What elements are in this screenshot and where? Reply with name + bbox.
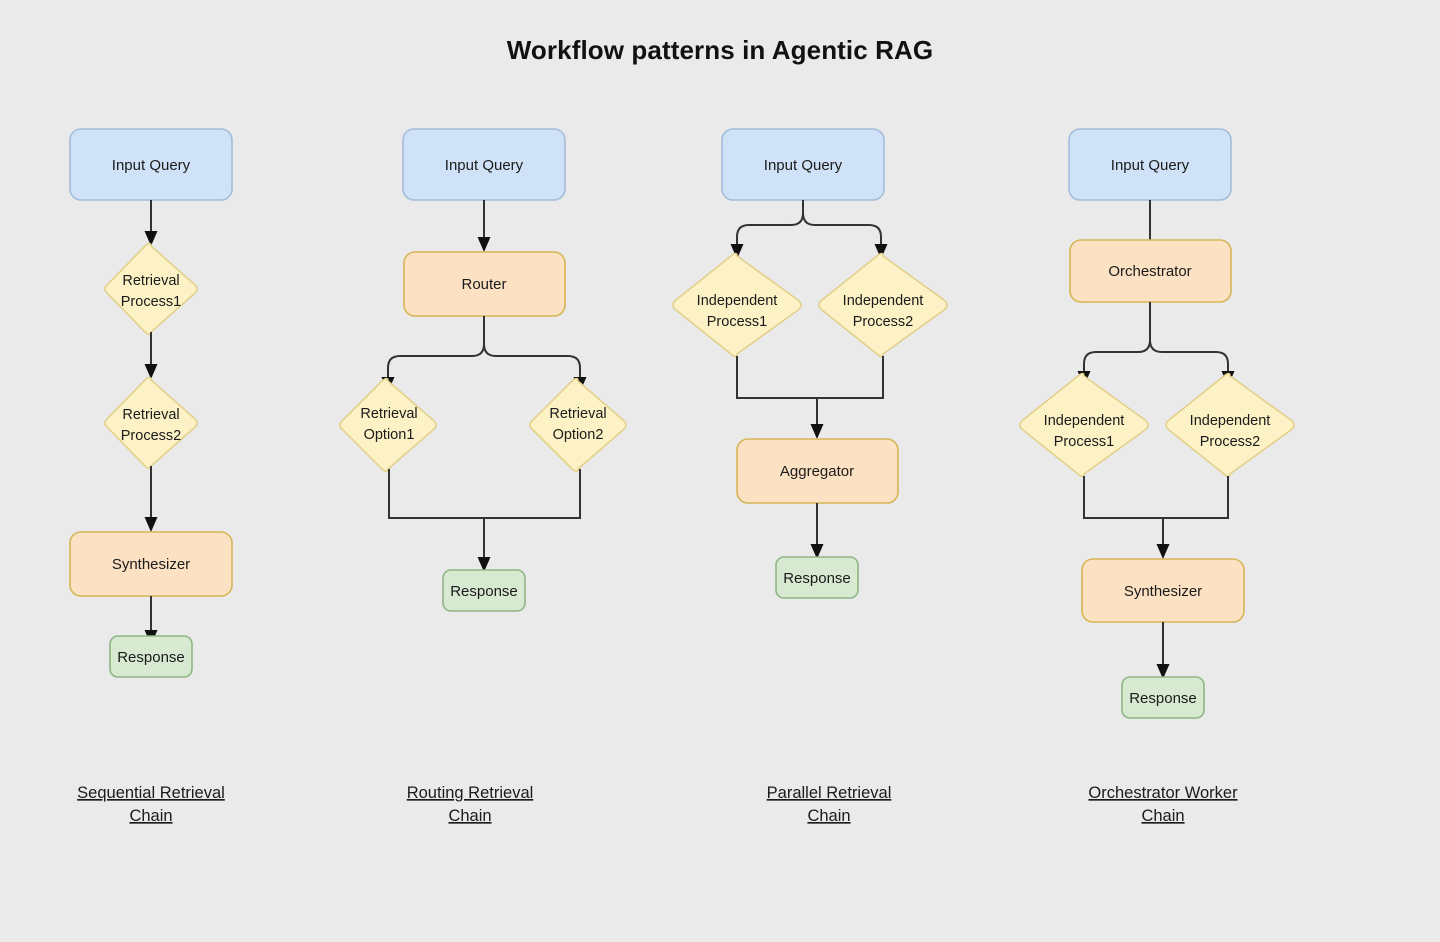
arrow-head-icon	[1156, 664, 1170, 679]
node-label: Orchestrator	[1108, 263, 1191, 280]
caption-line1: Parallel Retrieval	[767, 784, 892, 802]
node-or-input[interactable]: Input Query	[1068, 128, 1232, 201]
arrow-head-icon	[477, 557, 491, 572]
node-label: Response	[1129, 690, 1197, 707]
node-or-independent1[interactable]: Independent Process1	[1019, 372, 1149, 478]
caption-line2: Chain	[448, 807, 491, 825]
arrow-head-icon	[477, 237, 491, 252]
node-seq-synthesizer[interactable]: Synthesizer	[69, 531, 233, 597]
node-seq-p2[interactable]: Retrieval Process2	[104, 376, 198, 470]
node-label-line1: Retrieval	[549, 406, 606, 422]
node-seq-response[interactable]: Response	[109, 635, 193, 678]
caption-line1: Orchestrator Worker	[1088, 784, 1238, 802]
node-label: Response	[783, 570, 851, 587]
arrow-head-icon	[144, 364, 158, 379]
node-label: Input Query	[764, 157, 843, 174]
page-title: Workflow patterns in Agentic RAG	[506, 35, 934, 65]
node-or-synthesizer[interactable]: Synthesizer	[1081, 558, 1245, 623]
node-rt-input[interactable]: Input Query	[402, 128, 566, 201]
node-pl-aggregator[interactable]: Aggregator	[736, 438, 899, 504]
column-parallel: Input Query Independent Process1 Indepen…	[672, 128, 948, 825]
node-label-line2: Option1	[364, 427, 415, 443]
node-label-line2: Process2	[121, 428, 181, 444]
node-pl-independent2[interactable]: Independent Process2	[818, 252, 948, 358]
node-rt-response[interactable]: Response	[442, 569, 526, 612]
edge-rt-router-o2	[483, 343, 581, 378]
node-pl-response[interactable]: Response	[775, 556, 859, 599]
caption-line2: Chain	[807, 807, 850, 825]
node-or-response[interactable]: Response	[1121, 676, 1205, 719]
edge-or-merge	[1083, 476, 1229, 519]
arrow-head-icon	[810, 544, 824, 559]
column-sequential: Input Query Retrieval Process1 Retrieval…	[69, 128, 233, 825]
node-label: Synthesizer	[112, 556, 190, 573]
node-label-line1: Independent	[1190, 413, 1271, 429]
node-seq-input[interactable]: Input Query	[69, 128, 233, 201]
node-label: Response	[450, 583, 518, 600]
caption-line2: Chain	[129, 807, 172, 825]
node-label: Input Query	[1111, 157, 1190, 174]
column-orchestrator: Input Query Orchestrator Independent Pro…	[1019, 128, 1295, 825]
node-label-line1: Independent	[1044, 413, 1125, 429]
node-label-line2: Process1	[1054, 434, 1114, 450]
node-label-line2: Process1	[121, 294, 181, 310]
node-seq-p1[interactable]: Retrieval Process1	[104, 242, 198, 336]
edge-rt-merge	[388, 469, 581, 519]
node-label: Aggregator	[780, 463, 854, 480]
node-rt-option2[interactable]: Retrieval Option2	[529, 377, 627, 473]
caption-line1: Sequential Retrieval	[77, 784, 225, 802]
node-or-independent2[interactable]: Independent Process2	[1165, 372, 1295, 478]
node-label-line1: Retrieval	[360, 406, 417, 422]
arrow-head-icon	[144, 231, 158, 246]
node-label-line1: Independent	[697, 293, 778, 309]
node-label-line1: Independent	[843, 293, 924, 309]
edge-pl-merge	[736, 356, 884, 399]
node-pl-input[interactable]: Input Query	[721, 128, 885, 201]
node-label-line2: Process1	[707, 314, 767, 330]
node-rt-option1[interactable]: Retrieval Option1	[339, 377, 437, 473]
edge-or-orch-i1	[1083, 339, 1151, 372]
node-or-orchestrator[interactable]: Orchestrator	[1069, 239, 1232, 303]
caption-line1: Routing Retrieval	[407, 784, 534, 802]
edge-pl-input-i2	[802, 212, 882, 245]
node-label-line2: Option2	[553, 427, 604, 443]
node-label-line1: Retrieval	[122, 407, 179, 423]
node-label: Response	[117, 649, 185, 666]
node-label: Input Query	[445, 157, 524, 174]
column-routing: Input Query Router Retrieval Option1 R	[339, 128, 627, 825]
arrow-head-icon	[144, 517, 158, 532]
edge-rt-router-o1	[387, 343, 485, 378]
node-label: Synthesizer	[1124, 583, 1202, 600]
arrow-head-icon	[1156, 544, 1170, 559]
node-label: Router	[461, 276, 506, 293]
node-label-line1: Retrieval	[122, 273, 179, 289]
edge-or-orch-i2	[1149, 339, 1229, 372]
node-pl-independent1[interactable]: Independent Process1	[672, 252, 802, 358]
caption-line2: Chain	[1141, 807, 1184, 825]
node-label-line2: Process2	[1200, 434, 1260, 450]
node-rt-router[interactable]: Router	[403, 251, 566, 317]
arrow-head-icon	[730, 244, 744, 259]
node-label: Input Query	[112, 157, 191, 174]
node-label-line2: Process2	[853, 314, 913, 330]
arrow-head-icon	[874, 244, 888, 259]
edge-pl-input-i1	[736, 212, 804, 245]
arrow-head-icon	[810, 424, 824, 439]
